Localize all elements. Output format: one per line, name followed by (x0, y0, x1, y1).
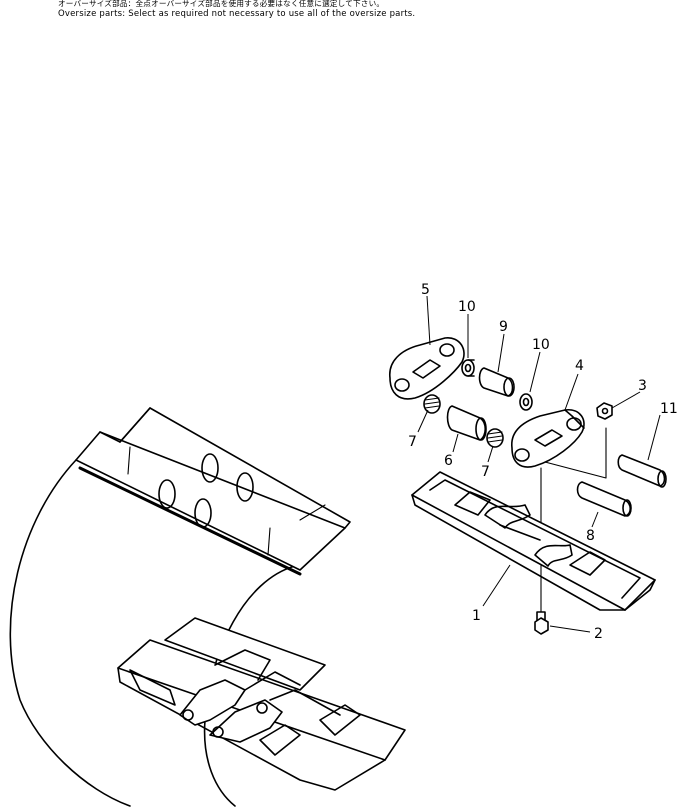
part-7-spring-left (423, 394, 441, 414)
part-7-spring-right (486, 428, 504, 448)
bucket-hole (236, 472, 254, 502)
bucket-shell-outline (9, 459, 131, 807)
callout-8: 8 (586, 528, 595, 544)
callout-11: 11 (660, 401, 678, 417)
part-4-link (511, 409, 585, 468)
bucket-lip-front (75, 431, 346, 571)
callout-5: 5 (421, 282, 430, 298)
callout-3: 3 (638, 378, 647, 394)
callout-2: 2 (594, 626, 603, 642)
callout-1: 1 (472, 608, 481, 624)
callout-9: 9 (499, 319, 508, 335)
oversize-note-japanese: オーバーサイズ部品：全点オーバーサイズ部品を使用する必要はなく任意に選定して下さ… (58, 0, 385, 8)
part-1-tooth (411, 471, 656, 611)
callout-labels: 5 10 9 10 4 3 11 7 6 7 8 1 2 (408, 282, 678, 642)
bucket-hole (201, 453, 219, 483)
hinge-link (209, 699, 283, 743)
leader-lines (417, 295, 661, 633)
callout-4: 4 (575, 358, 584, 374)
callout-6: 6 (444, 453, 453, 469)
callout-10-lower: 10 (532, 337, 550, 353)
part-3-nut (596, 402, 613, 420)
assembled-teeth (117, 617, 406, 791)
callout-7-left: 7 (408, 434, 417, 450)
bucket-hole (194, 498, 212, 528)
part-6-sleeve (446, 405, 487, 441)
callout-10-upper: 10 (458, 299, 476, 315)
assembly-guide-line (544, 427, 607, 479)
part-10-ring-lower (519, 393, 533, 411)
part-5-side-plate (389, 337, 465, 400)
callout-7-right: 7 (481, 464, 490, 480)
part-11-pin (617, 454, 667, 488)
part-9-bushing (478, 367, 515, 397)
part-2-bolt (534, 611, 549, 635)
oversize-note-english: Oversize parts: Select as required not n… (58, 9, 416, 19)
part-10-ring-upper (461, 359, 475, 377)
part-8-pin (576, 481, 632, 517)
bucket-cutting-edge (78, 466, 302, 576)
hinge-link (179, 679, 246, 726)
bucket-assembly (9, 407, 406, 807)
bucket-hole (158, 479, 176, 509)
